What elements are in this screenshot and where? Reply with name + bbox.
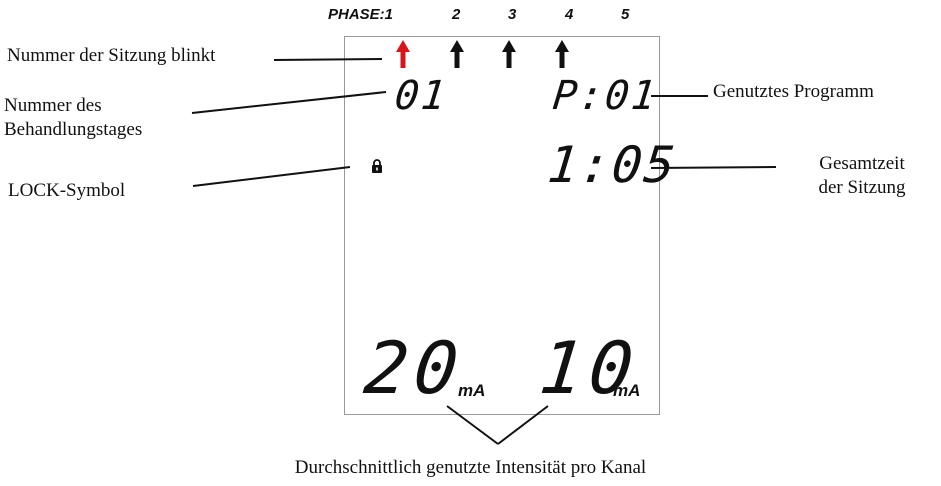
annotation-total-time: Gesamtzeit der Sitzung [782, 152, 941, 200]
annotation-intensity: Durchschnittlich genutzte Intensität pro… [294, 457, 647, 478]
phase-arrow-4-icon [555, 40, 569, 68]
leader-day [191, 91, 387, 114]
phase-label-3: 3 [508, 6, 517, 23]
annotation-session-number: Nummer der Sitzung blinkt [7, 45, 216, 66]
phase-label-1: PHASE:1 [328, 6, 394, 23]
channel-1-unit: mA [458, 381, 486, 400]
lcd-display [344, 36, 660, 415]
phase-arrow-1-icon [396, 40, 410, 68]
channel-2-unit: mA [613, 381, 641, 400]
annotation-treatment-day-line1: Nummer des [4, 95, 102, 116]
annotation-total-time-line1: Gesamtzeit [819, 153, 905, 174]
leader-total-time [650, 166, 777, 169]
lock-icon [372, 159, 382, 173]
leader-lock [192, 166, 351, 187]
annotation-total-time-line2: der Sitzung [818, 177, 906, 198]
annotation-treatment-day: Nummer des Behandlungstages [4, 94, 142, 142]
phase-label-4: 4 [565, 6, 574, 23]
phase-label-2: 2 [452, 6, 461, 23]
phase-arrow-2-icon [450, 40, 464, 68]
annotation-treatment-day-line2: Behandlungstages [4, 119, 143, 140]
leader-session [273, 58, 383, 61]
leader-intensity-right [497, 405, 549, 445]
leader-intensity-left [446, 405, 499, 445]
phase-arrow-3-icon [502, 40, 516, 68]
phase-label-5: 5 [621, 6, 630, 23]
annotation-program-used: Genutztes Programm [713, 81, 874, 102]
annotation-lock-symbol: LOCK-Symbol [8, 180, 126, 201]
